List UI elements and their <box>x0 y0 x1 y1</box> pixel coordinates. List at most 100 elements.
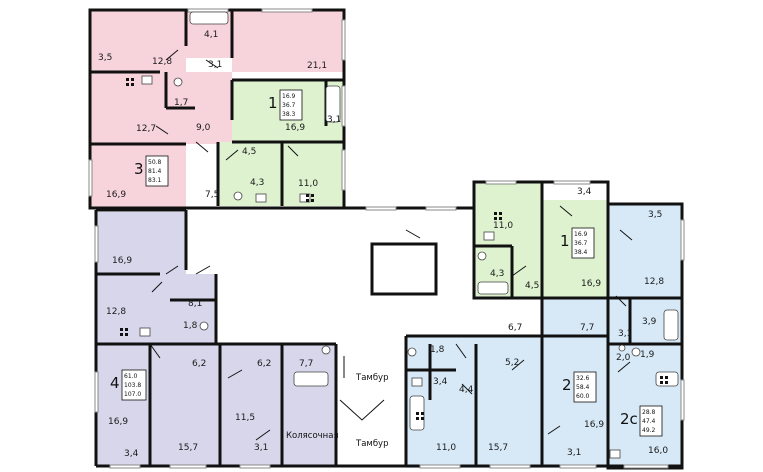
door-icon <box>615 295 627 307</box>
room-fill <box>608 204 682 304</box>
window-icon <box>88 159 93 197</box>
room-area: 3,4 <box>577 187 592 197</box>
room-area: 7,5 <box>205 190 219 200</box>
door-icon <box>151 281 163 293</box>
room-area: 12,8 <box>152 57 172 67</box>
room-area: 8,1 <box>188 299 202 309</box>
room-area: 16,9 <box>581 279 601 289</box>
door-icon <box>227 369 243 379</box>
room-area: 11,5 <box>235 413 255 423</box>
door-icon <box>287 145 299 157</box>
room-area: 1,8 <box>430 345 445 355</box>
room-area: 3,1 <box>254 443 268 453</box>
bathtub-icon <box>189 11 229 25</box>
room-area: 11,0 <box>436 443 456 453</box>
svg-text:49.2: 49.2 <box>642 427 656 434</box>
window-icon <box>365 206 397 211</box>
apartment-badge: 1 16.9 36.7 38.4 <box>560 227 595 259</box>
svg-text:58.4: 58.4 <box>576 384 590 391</box>
toilet-icon <box>321 345 331 355</box>
room-labels: 3,5 12,8 4,1 3,1 21,1 1,7 12,7 9,0 16,9 … <box>98 30 668 459</box>
window-icon <box>485 180 517 185</box>
window-icon <box>94 371 99 413</box>
room-area: 16,9 <box>112 256 132 266</box>
toilet-icon <box>173 77 183 87</box>
bathtub-icon <box>293 371 329 387</box>
window-icon <box>553 180 591 185</box>
sink-icon <box>299 193 311 203</box>
window-icon <box>425 206 457 211</box>
door-icon <box>225 149 239 161</box>
door-icon <box>455 343 467 359</box>
door-icon <box>205 59 219 69</box>
room-fill <box>96 212 186 274</box>
toilet-icon <box>477 251 487 261</box>
room-area: 3,5 <box>98 53 112 63</box>
bathtub-icon <box>325 85 341 123</box>
svg-text:28.8: 28.8 <box>642 409 656 416</box>
room-area: 3,1 <box>208 60 222 70</box>
door-icon <box>619 229 633 241</box>
stove-icons <box>120 78 668 420</box>
window-icon <box>94 225 99 263</box>
window-icons <box>88 8 685 469</box>
room-fill <box>96 344 336 466</box>
room-area: 21,1 <box>307 61 327 71</box>
room-area: 16,9 <box>285 123 305 133</box>
room-fill <box>90 72 232 144</box>
svg-text:103.8: 103.8 <box>124 382 141 389</box>
room-fill <box>90 10 186 72</box>
window-icon <box>623 464 669 469</box>
sink-icon <box>141 75 153 85</box>
window-icon <box>489 464 531 469</box>
room-area: 15,7 <box>488 443 508 453</box>
room-area: 6,2 <box>192 359 206 369</box>
room-area: 3,1 <box>618 329 632 339</box>
toilet-icon <box>631 347 641 357</box>
vestibule-label: Тамбур <box>355 373 388 383</box>
svg-text:1: 1 <box>560 232 570 250</box>
svg-text:47.4: 47.4 <box>642 418 656 425</box>
door-icon <box>165 49 179 61</box>
window-icon <box>169 464 207 469</box>
apartment-badge: 2с 28.8 47.4 49.2 <box>620 405 663 437</box>
window-icon <box>680 379 685 421</box>
svg-text:16.9: 16.9 <box>282 93 296 100</box>
vestibule-label: Тамбур <box>355 439 388 449</box>
room-area: 3,5 <box>648 210 662 220</box>
window-icon <box>109 464 141 469</box>
room-area: 2,0 <box>616 353 631 363</box>
door-icon <box>149 343 161 359</box>
room-area: 11,0 <box>493 221 513 231</box>
door-icon <box>511 265 527 277</box>
svg-text:60.0: 60.0 <box>576 393 590 400</box>
sink-icon <box>139 327 151 337</box>
room-area: 12,7 <box>136 124 156 134</box>
room-area: 1,9 <box>640 350 655 360</box>
stove-icon <box>660 376 668 384</box>
window-icon <box>187 8 229 13</box>
svg-text:1: 1 <box>268 94 278 112</box>
stove-icon <box>416 412 424 420</box>
room-area: 1,7 <box>174 98 188 108</box>
door-icon <box>559 205 573 217</box>
door-icon <box>461 383 473 395</box>
door-icon <box>339 399 385 421</box>
room-area: 3,4 <box>124 449 139 459</box>
room-area: 4,5 <box>242 147 256 157</box>
toilet-icon <box>407 347 417 357</box>
door-icon <box>165 265 179 275</box>
window-icon <box>680 219 685 261</box>
svg-text:38.4: 38.4 <box>574 249 588 256</box>
room-area: 3,1 <box>327 115 341 125</box>
room-area: 16,9 <box>106 190 126 200</box>
room-area: 4,3 <box>490 269 504 279</box>
svg-text:81.4: 81.4 <box>148 168 162 175</box>
apartment-badge: 3 50.8 81.4 83.1 <box>134 155 169 187</box>
svg-text:2: 2 <box>562 376 572 394</box>
bathtub-icon <box>477 281 509 295</box>
svg-text:61.0: 61.0 <box>124 373 138 380</box>
svg-text:3: 3 <box>134 160 144 178</box>
room-area: 4,1 <box>204 30 218 40</box>
